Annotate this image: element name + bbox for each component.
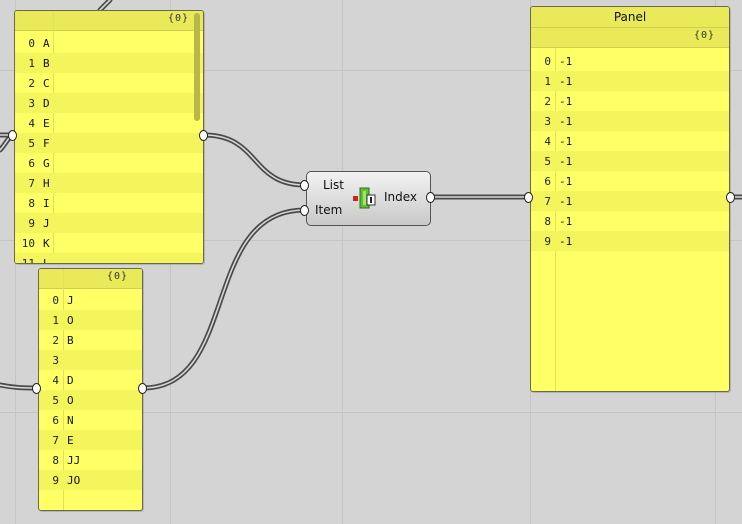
list-item: 3-1 [531, 111, 729, 131]
output-panel[interactable]: Panel {0} 0-1 1-1 2-1 3-1 4-1 5-1 6-1 7-… [530, 6, 730, 392]
letters-input-port[interactable] [8, 130, 17, 141]
index-output-port[interactable] [426, 192, 435, 203]
grid-line [342, 0, 343, 524]
list-item: 0-1 [544, 55, 573, 68]
list-input-port[interactable] [300, 180, 309, 191]
item-index-icon [353, 187, 376, 209]
index-divider [555, 48, 556, 391]
output-panel-input-port[interactable] [524, 192, 533, 203]
branch-path: {0} [167, 13, 189, 24]
list-item: 6-1 [544, 175, 573, 188]
list-item: 8-1 [544, 215, 573, 228]
items-input-port[interactable] [32, 383, 41, 394]
panel-title: Panel [531, 7, 729, 28]
index-divider [63, 269, 64, 510]
scrollbar-thumb[interactable] [194, 13, 200, 121]
grid-line [0, 240, 742, 241]
items-output-port[interactable] [138, 383, 147, 394]
panel-header: {0} [15, 11, 203, 31]
output-panel-output-port[interactable] [726, 192, 735, 203]
item-input-port[interactable] [300, 205, 309, 216]
letters-output-port[interactable] [199, 130, 208, 141]
input-list-label: List [323, 178, 344, 192]
list-item: 3 [39, 350, 142, 370]
panel-header: {0} [531, 28, 729, 48]
grid-line [0, 412, 742, 413]
list-item: 5-1 [531, 151, 729, 171]
output-index-label: Index [384, 190, 418, 204]
branch-path: {0} [106, 271, 128, 282]
list-item: 1-1 [531, 71, 729, 91]
grid-line [0, 70, 742, 71]
input-item-label: Item [315, 203, 343, 217]
list-item: 9-1 [531, 231, 729, 251]
list-item: 7-1 [531, 191, 729, 211]
branch-path: {0} [693, 30, 715, 41]
list-item: 2-1 [544, 95, 573, 108]
list-item: 4-1 [544, 135, 573, 148]
item-index-component[interactable]: List Item Index [306, 171, 431, 226]
output-rows: 0-1 1-1 2-1 3-1 4-1 5-1 6-1 7-1 8-1 9-1 [531, 51, 729, 251]
panel-header: {0} [39, 269, 142, 289]
